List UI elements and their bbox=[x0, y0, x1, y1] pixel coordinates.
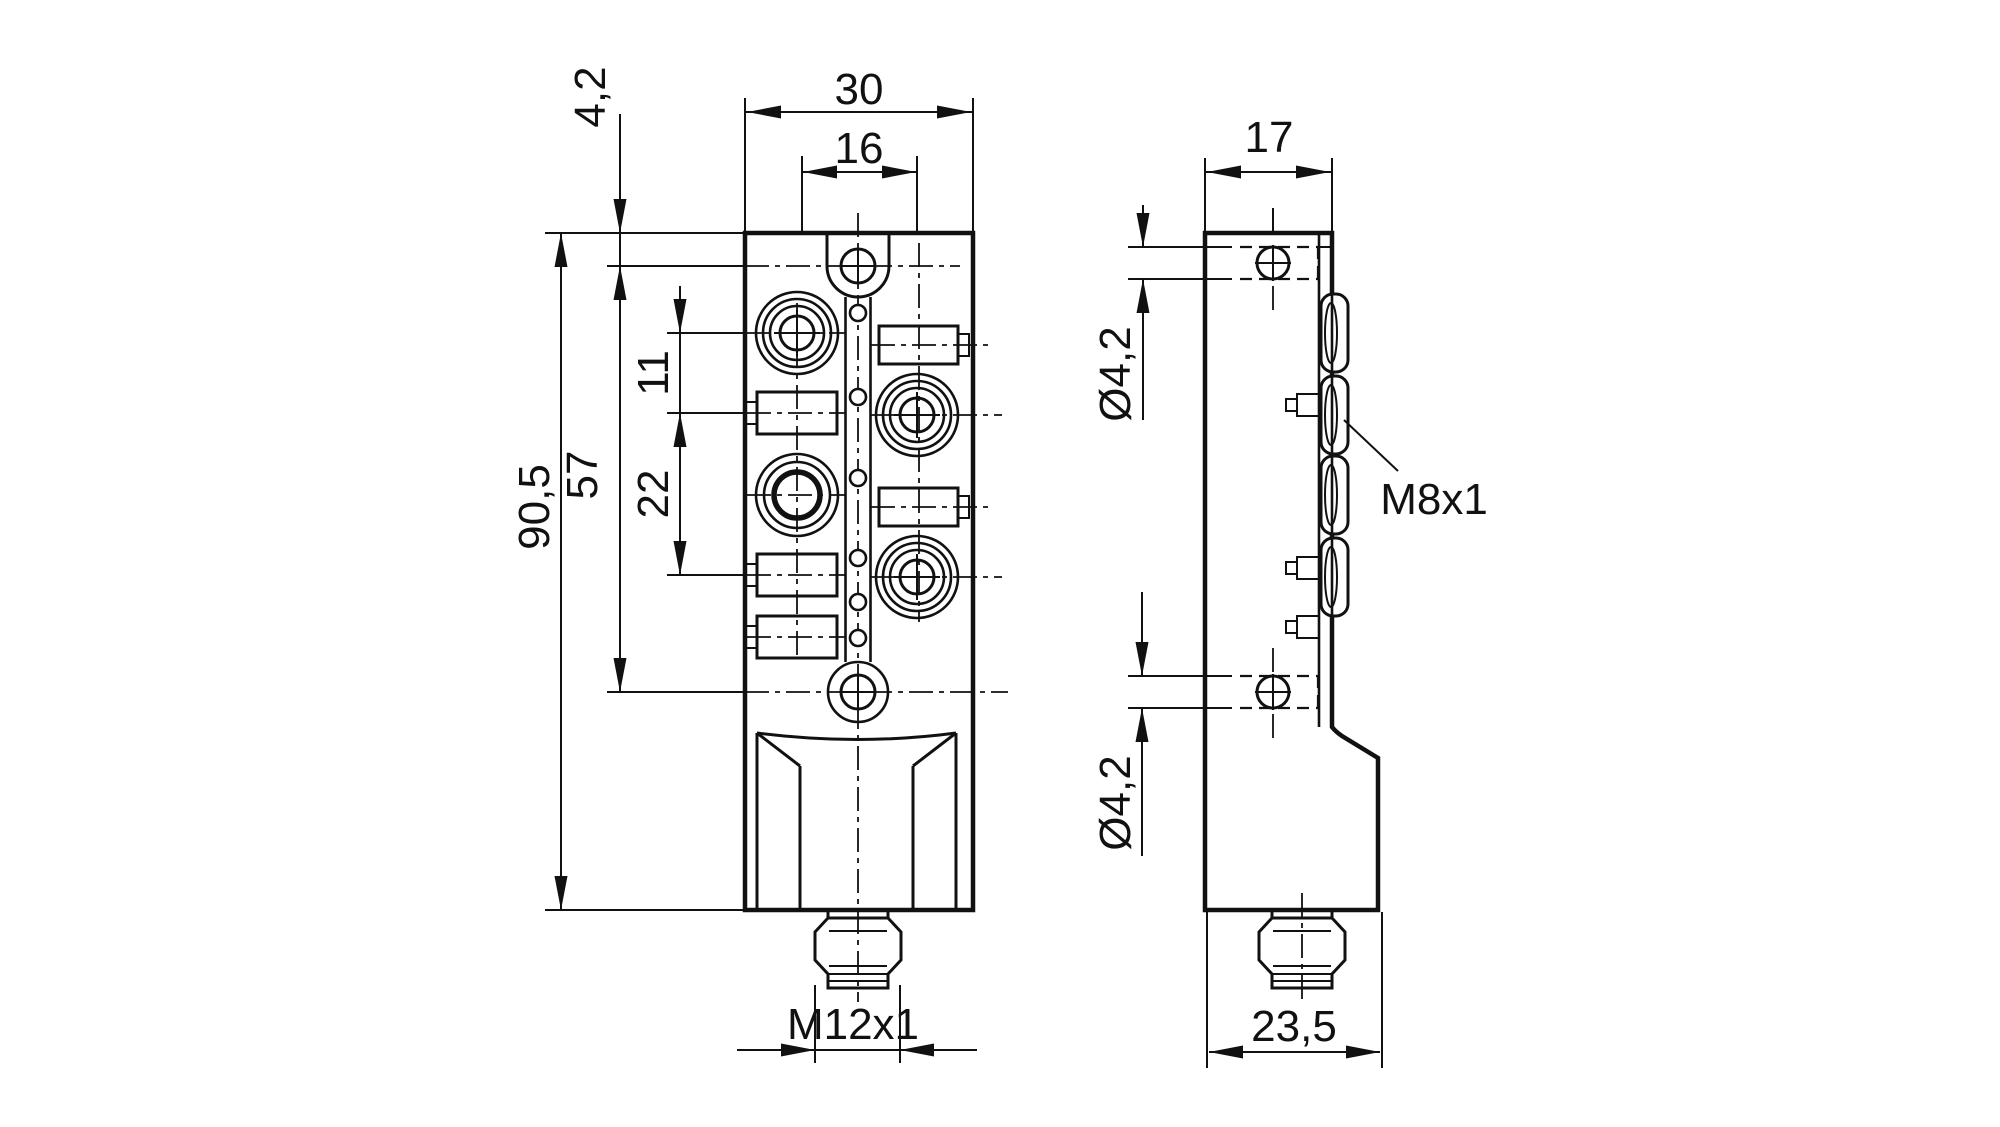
blanking-plug-left-2 bbox=[745, 552, 839, 598]
led-indicator bbox=[848, 628, 868, 648]
dim-top-depth: 17 bbox=[1204, 113, 1333, 233]
dim-label-overall-height: 90,5 bbox=[510, 464, 559, 550]
side-bottom-hole bbox=[1240, 648, 1320, 740]
front-centerlines bbox=[745, 213, 1008, 1002]
dim-row-pitch-small: 11 bbox=[629, 286, 745, 575]
dim-label-row-pitch-large: 22 bbox=[629, 470, 678, 519]
dim-overall-height: 90,5 bbox=[510, 233, 745, 911]
dim-label-row-pitch-small: 11 bbox=[629, 350, 678, 396]
dim-label-top-depth: 17 bbox=[1245, 113, 1294, 162]
dim-overall-width: 30 bbox=[744, 65, 974, 233]
dim-label-mounting-holes-spacing: 57 bbox=[558, 451, 607, 500]
dim-connector-columns-spacing: 16 bbox=[801, 124, 918, 233]
side-top-hole bbox=[1240, 208, 1320, 314]
dim-label-overall-width: 30 bbox=[835, 65, 884, 114]
dim-bottom-depth: 23,5 bbox=[1206, 912, 1383, 1068]
dim-label-port-thread: M8x1 bbox=[1380, 475, 1488, 524]
dim-label-bottom-depth: 23,5 bbox=[1251, 1002, 1337, 1051]
m8-port-left-open bbox=[754, 452, 840, 538]
m8-capsule bbox=[1319, 292, 1350, 374]
dim-bottom-thread: M12x1 bbox=[737, 985, 977, 1063]
m8-capsule bbox=[1319, 454, 1350, 536]
top-mounting-hole bbox=[825, 233, 891, 299]
dim-label-bottom-thread: M12x1 bbox=[787, 1000, 919, 1049]
led-indicator bbox=[848, 548, 868, 568]
m12-thread-stub-side bbox=[1257, 893, 1347, 1005]
led-indicator bbox=[848, 468, 868, 488]
led-strip bbox=[844, 297, 872, 662]
blanking-plug-right-2 bbox=[877, 486, 970, 528]
blanking-plug-left-3 bbox=[745, 614, 839, 660]
m8-capsule bbox=[1319, 374, 1350, 456]
blanking-plug-tabs-side bbox=[1285, 393, 1319, 639]
dim-label-bottom-hole-diameter: Ø4,2 bbox=[1091, 755, 1140, 850]
side-view: 17 Ø4,2 Ø4,2 23,5 M8x1 bbox=[1091, 113, 1488, 1068]
dim-top-hole-diameter: Ø4,2 bbox=[1091, 205, 1232, 422]
dim-bottom-hole-diameter: Ø4,2 bbox=[1091, 592, 1232, 856]
dim-mounting-holes-spacing: 57 bbox=[558, 451, 745, 693]
dim-row-pitch-large: 22 bbox=[629, 470, 745, 576]
m12-housing bbox=[755, 731, 958, 908]
dim-top-hole-offset: 4,2 bbox=[545, 66, 745, 692]
blanking-plug-left-1 bbox=[745, 390, 839, 436]
led-indicator bbox=[848, 303, 868, 323]
led-indicator bbox=[848, 592, 868, 612]
front-view: 30 16 4,2 57 90,5 11 bbox=[510, 65, 1008, 1063]
dim-label-top-hole-diameter: Ø4,2 bbox=[1091, 326, 1140, 421]
leader-line bbox=[1343, 419, 1399, 472]
bottom-mounting-hole bbox=[826, 660, 890, 724]
m12-thread-stub bbox=[813, 910, 903, 990]
m8-port-right-top bbox=[874, 372, 960, 458]
m8-port-left-top bbox=[754, 290, 840, 376]
label-port-thread: M8x1 bbox=[1343, 419, 1488, 524]
led-indicator bbox=[848, 387, 868, 407]
dim-label-connector-columns-spacing: 16 bbox=[835, 124, 884, 173]
dim-label-top-hole-offset: 4,2 bbox=[566, 66, 615, 127]
m8-port-right-bottom bbox=[874, 534, 960, 620]
blanking-plug-right-1 bbox=[877, 324, 970, 366]
m8-ports-side-profile bbox=[1319, 290, 1350, 620]
m8-capsule bbox=[1319, 536, 1350, 618]
